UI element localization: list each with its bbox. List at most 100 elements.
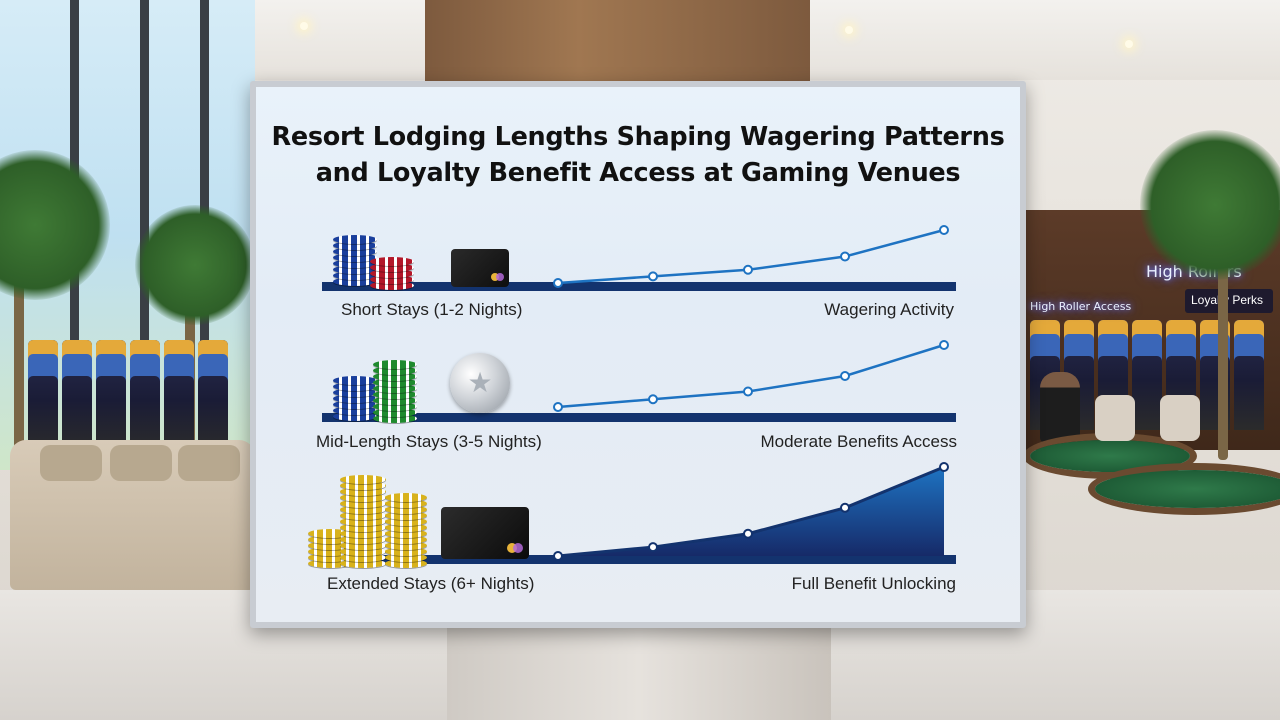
- title-line-2: and Loyalty Benefit Access at Gaming Ven…: [315, 158, 961, 188]
- loyalty-perks-sign: [1185, 289, 1273, 313]
- display-stand: [447, 622, 831, 720]
- credit-card-icon: [451, 249, 509, 287]
- poker-chip: [370, 263, 414, 272]
- poker-chip: [385, 535, 427, 544]
- trend-point: [553, 402, 563, 412]
- trend-point: [840, 251, 850, 262]
- poker-chip: [333, 271, 377, 280]
- poker-chip: [333, 247, 377, 256]
- credit-card-icon: [441, 507, 529, 559]
- dealer-figure: [1040, 372, 1080, 442]
- poker-chip: [340, 553, 386, 562]
- poker-chip: [370, 269, 414, 278]
- poker-chip: [385, 547, 427, 556]
- star-icon: ★: [467, 367, 493, 398]
- poker-chip: [370, 275, 414, 284]
- poker-chip: [385, 529, 427, 538]
- poker-chip: [373, 396, 417, 405]
- slot-machines: [28, 340, 228, 450]
- poker-chip: [308, 553, 352, 562]
- trend-point: [939, 462, 949, 472]
- poker-chip: [340, 547, 386, 556]
- poker-chip: [333, 412, 377, 421]
- ceiling-light: [845, 26, 853, 34]
- poker-chip: [385, 517, 427, 526]
- poker-chip: [340, 499, 386, 508]
- poker-chip: [340, 559, 386, 568]
- trend-charts: [322, 225, 956, 564]
- row-label-extended-stays: Extended Stays (6+ Nights): [327, 574, 535, 593]
- poker-chip: [308, 541, 352, 550]
- poker-chip: [373, 402, 417, 411]
- trend-point: [939, 225, 949, 235]
- sofa-cushion: [40, 445, 102, 481]
- poker-chip: [373, 372, 417, 381]
- poker-chip: [370, 281, 414, 290]
- poker-chip: [333, 406, 377, 415]
- poker-chip: [308, 529, 352, 538]
- trend-point: [553, 551, 563, 561]
- poker-chip: [333, 259, 377, 268]
- poker-chip: [308, 547, 352, 556]
- trend-point: [743, 386, 753, 397]
- ceiling-light: [1125, 40, 1133, 48]
- poker-chip: [340, 529, 386, 538]
- neon-sign-high-roller-access: High Roller Access: [1030, 300, 1132, 313]
- poker-chip: [340, 505, 386, 514]
- metric-label-moderate-benefits: Moderate Benefits Access: [760, 432, 957, 451]
- poker-chip: [333, 235, 377, 244]
- poker-chip: [385, 511, 427, 520]
- stool: [1095, 395, 1135, 441]
- infographic-title: Resort Lodging Lengths Shaping Wagering …: [256, 119, 1020, 191]
- poker-chip: [373, 390, 417, 399]
- stool: [1160, 395, 1200, 441]
- poker-chip: [373, 366, 417, 375]
- row-label-short-stays: Short Stays (1-2 Nights): [341, 300, 523, 319]
- poker-chip: [333, 394, 377, 403]
- poker-chip: [385, 493, 427, 502]
- poker-chip: [333, 382, 377, 391]
- baseline-bar: [322, 555, 956, 564]
- poker-chip: [333, 376, 377, 385]
- poker-chip: [340, 481, 386, 490]
- sofa-cushion: [178, 445, 240, 481]
- trend-point: [939, 340, 949, 350]
- poker-chip: [340, 535, 386, 544]
- poker-chip: [333, 400, 377, 409]
- baseline-bar: [322, 282, 956, 291]
- poker-chip: [373, 408, 417, 417]
- palm-tree: [14, 230, 24, 460]
- metric-label-wagering: Wagering Activity: [824, 300, 954, 319]
- trend-point: [648, 271, 658, 282]
- trend-point: [743, 528, 753, 539]
- trend-point: [648, 394, 658, 405]
- trend-point: [840, 502, 850, 513]
- poker-chip: [333, 277, 377, 286]
- poker-chip: [385, 541, 427, 550]
- poker-chip: [333, 241, 377, 250]
- palm-tree: [1218, 230, 1228, 460]
- gaming-table: [1095, 470, 1280, 508]
- poker-chip: [385, 523, 427, 532]
- poker-chip: [385, 559, 427, 568]
- poker-chip: [333, 253, 377, 262]
- trend-point: [648, 542, 658, 553]
- poker-chip: [333, 265, 377, 274]
- poker-chip: [385, 505, 427, 514]
- baseline-bar: [322, 413, 956, 422]
- trend-line: [557, 228, 945, 285]
- poker-chip: [373, 414, 417, 423]
- poker-chip: [340, 511, 386, 520]
- poker-chip: [308, 535, 352, 544]
- poker-chip: [340, 541, 386, 550]
- palm-tree: [135, 205, 255, 325]
- poker-chip: [340, 493, 386, 502]
- ceiling-light: [300, 22, 308, 30]
- gaming-table: [1030, 440, 1190, 472]
- poker-chip: [308, 559, 352, 568]
- infographic-board: Resort Lodging Lengths Shaping Wagering …: [256, 87, 1020, 622]
- trend-point: [743, 264, 753, 275]
- poker-chip: [340, 517, 386, 526]
- sofa-cushion: [110, 445, 172, 481]
- trend-point: [553, 278, 563, 288]
